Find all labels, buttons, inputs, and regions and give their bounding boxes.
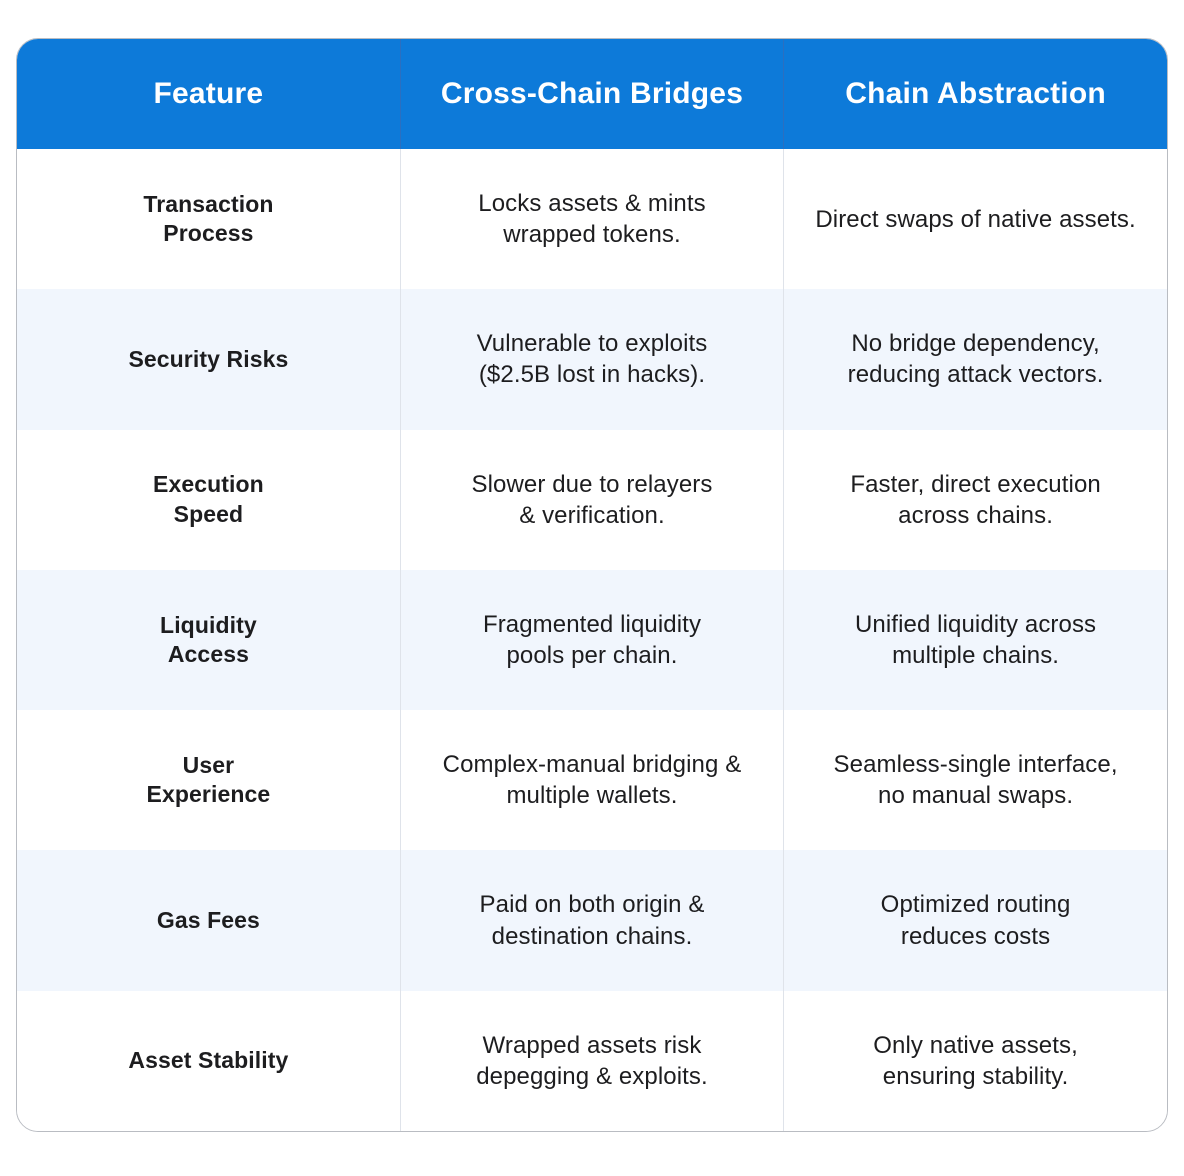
- cell-cross-chain-bridges-text: Locks assets & mints wrapped tokens.: [478, 189, 706, 249]
- cell-cross-chain-bridges: Wrapped assets risk depegging & exploits…: [400, 990, 785, 1131]
- cell-cross-chain-bridges-text: Slower due to relayers & verification.: [471, 470, 713, 529]
- cell-feature-text: User Experience: [146, 751, 271, 808]
- table-row: Security Risks Vulnerable to exploits ($2…: [17, 289, 1167, 430]
- cell-feature-text: Security Risks: [128, 345, 289, 372]
- cell-chain-abstraction: Faster, direct execution across chains.: [784, 430, 1167, 570]
- table-row: Asset Stability Wrapped assets risk depeg…: [17, 990, 1167, 1131]
- cell-feature: Execution Speed: [17, 429, 401, 570]
- cell-cross-chain-bridges-text: Wrapped assets risk depegging & exploits…: [476, 1031, 708, 1090]
- column-header-chain-abstraction: Chain Abstraction: [783, 39, 1167, 149]
- table-body: Transaction Process Locks assets & mints …: [17, 149, 1167, 1131]
- column-header-cross-chain-bridges: Cross-Chain Bridges: [400, 39, 785, 149]
- table-row: User Experience Complex-manual bridging &…: [17, 710, 1167, 851]
- cell-feature: User Experience: [17, 710, 401, 851]
- cell-chain-abstraction: Direct swaps of native assets.: [784, 149, 1167, 289]
- cell-feature-text: Asset Stability: [128, 1047, 289, 1074]
- cell-chain-abstraction-text: Only native assets, ensuring stability.: [873, 1031, 1078, 1090]
- column-header-feature: Feature: [17, 39, 401, 149]
- cell-cross-chain-bridges: Slower due to relayers & verification.: [400, 429, 785, 570]
- cell-chain-abstraction: Unified liquidity across multiple chains…: [784, 570, 1167, 710]
- cell-cross-chain-bridges-text: Complex-manual bridging & multiple walle…: [442, 751, 742, 810]
- table-row: Gas Fees Paid on both origin & destinatio…: [17, 850, 1167, 991]
- cell-feature: Gas Fees: [17, 850, 401, 991]
- cell-cross-chain-bridges: Locks assets & mints wrapped tokens.: [400, 149, 785, 290]
- table-row: Liquidity Access Fragmented liquidity poo…: [17, 569, 1167, 711]
- cell-feature: Transaction Process: [17, 149, 401, 290]
- cell-cross-chain-bridges: Paid on both origin & destination chains…: [400, 850, 785, 991]
- cell-chain-abstraction: No bridge dependency, reducing attack ve…: [784, 289, 1167, 429]
- table-header: Feature Cross-Chain Bridges Chain Abstra…: [17, 39, 1167, 149]
- cell-feature: Security Risks: [17, 289, 401, 430]
- cell-cross-chain-bridges-text: Paid on both origin & destination chains…: [479, 891, 705, 950]
- cell-cross-chain-bridges: Vulnerable to exploits ($2.5B lost in ha…: [400, 289, 785, 430]
- cell-cross-chain-bridges-text: Fragmented liquidity pools per chain.: [482, 610, 702, 669]
- cell-chain-abstraction-text: Seamless-single interface, no manual swa…: [833, 751, 1118, 810]
- table-row: Transaction Process Locks assets & mints …: [17, 149, 1167, 290]
- cell-cross-chain-bridges-text: Vulnerable to exploits ($2.5B lost in ha…: [476, 330, 708, 389]
- comparison-table-card: Feature Cross-Chain Bridges Chain Abstra…: [16, 38, 1168, 1132]
- cell-cross-chain-bridges: Complex-manual bridging & multiple walle…: [400, 710, 785, 851]
- table-row: Execution Speed Slower due to relayers & …: [17, 429, 1167, 570]
- cell-chain-abstraction: Seamless-single interface, no manual swa…: [784, 710, 1167, 850]
- cell-feature-text: Transaction Process: [143, 190, 274, 247]
- comparison-table: Feature Cross-Chain Bridges Chain Abstra…: [17, 39, 1167, 1131]
- cell-feature: Liquidity Access: [17, 569, 401, 711]
- cell-cross-chain-bridges: Fragmented liquidity pools per chain.: [400, 569, 785, 711]
- cell-chain-abstraction: Only native assets, ensuring stability.: [784, 991, 1167, 1131]
- cell-chain-abstraction-text: Faster, direct execution across chains.: [850, 470, 1101, 529]
- cell-chain-abstraction-text: Optimized routing reduces costs: [880, 891, 1071, 950]
- cell-feature-text: Execution Speed: [153, 471, 264, 527]
- cell-chain-abstraction-text: Unified liquidity across multiple chains…: [854, 610, 1097, 669]
- cell-chain-abstraction: Optimized routing reduces costs: [784, 850, 1167, 990]
- header-row: Feature Cross-Chain Bridges Chain Abstra…: [17, 39, 1167, 149]
- cell-feature-text: Gas Fees: [156, 906, 260, 933]
- cell-chain-abstraction-text: No bridge dependency, reducing attack ve…: [847, 330, 1104, 389]
- cell-feature-text: Liquidity Access: [160, 611, 257, 667]
- cell-feature: Asset Stability: [17, 990, 401, 1131]
- cell-chain-abstraction-text: Direct swaps of native assets.: [815, 205, 1136, 233]
